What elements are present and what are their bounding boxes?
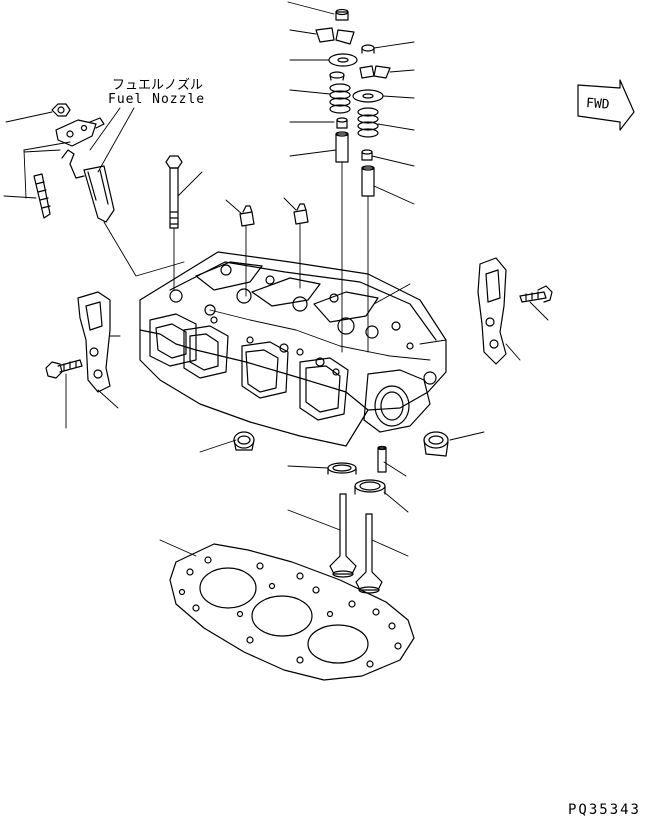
valve-spring-part-2 [357, 107, 379, 138]
stem-seal-part [336, 117, 348, 129]
valve-cap-part [335, 8, 349, 21]
cylinder-head-body [139, 251, 447, 447]
fuel-nozzle-label-jp: フュエルノズル [112, 78, 204, 93]
nozzle-nut-part [51, 103, 71, 117]
spring-retainer-part-2 [352, 89, 384, 103]
valve-keeper-part-2 [359, 65, 391, 79]
stem-seal-part-2 [361, 149, 373, 161]
valve-guide-part [335, 131, 349, 163]
bracket-bolt-right [519, 285, 553, 303]
plug-part [239, 205, 255, 297]
seal-ring-right [423, 431, 449, 457]
valve-seat-ring-part [327, 462, 357, 475]
valve-cap-part-2 [361, 44, 375, 54]
fuel-nozzle-part [61, 149, 115, 223]
bracket-bolt-left [45, 359, 83, 379]
valve-stem-seal-part [329, 71, 345, 81]
spring-retainer-part [328, 53, 358, 67]
intake-valve-part [329, 493, 357, 578]
dowel-pin-part [377, 445, 387, 473]
lifting-bracket-left [77, 291, 111, 393]
leader-lines [3, 1, 549, 557]
stud-bolt-part [33, 173, 51, 219]
lifting-bracket-right [477, 257, 507, 365]
seal-ring-left [233, 431, 255, 451]
head-bolt-part [165, 155, 183, 291]
fuel-nozzle-label-en: Fuel Nozzle [108, 92, 206, 107]
fwd-arrow-icon: FWD [577, 79, 635, 131]
plug-part-2 [293, 203, 309, 289]
valve-keeper-part [315, 27, 355, 45]
valve-spring-part [329, 83, 351, 114]
exhaust-valve-part [355, 513, 383, 594]
drawing-code: PQ35343 [567, 802, 641, 818]
valve-guide-part-2 [361, 165, 375, 197]
fwd-label: FWD [585, 96, 610, 113]
head-gasket-part [169, 543, 415, 681]
valve-seat-ring-part-2 [354, 479, 386, 495]
nozzle-holder-clamp-part [55, 117, 105, 147]
